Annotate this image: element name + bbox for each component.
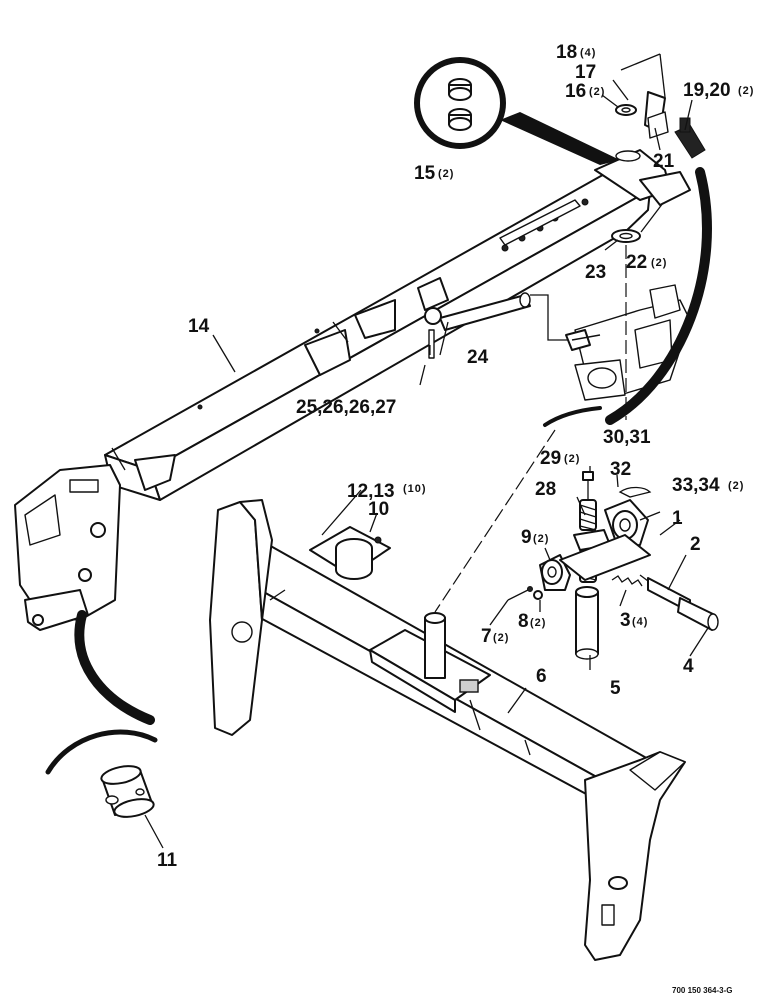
bearing-detail-circle xyxy=(414,57,620,165)
callout-5: 5 xyxy=(610,678,621,699)
callout-33-34: 33,34 xyxy=(672,475,720,496)
callout-2: 2 xyxy=(690,534,701,555)
main-frame xyxy=(209,499,686,961)
callout-4: 4 xyxy=(683,656,694,677)
tongue-beam xyxy=(104,149,691,501)
document-number: 700 150 364-3-G xyxy=(672,986,733,995)
spring-jack-assembly xyxy=(507,471,719,660)
front-clevis xyxy=(14,464,121,631)
callout-33-34-qty: (2) xyxy=(728,480,744,492)
callout-18-qty: (4) xyxy=(580,47,596,59)
callout-25-27: 25,26,26,27 xyxy=(296,397,396,418)
pto-shaft xyxy=(565,329,601,351)
callout-3: 3 xyxy=(620,610,631,631)
callout-6: 6 xyxy=(536,666,547,687)
callout-30-31: 30,31 xyxy=(603,427,651,448)
callout-1: 1 xyxy=(672,508,683,529)
callout-9-qty: (2) xyxy=(533,533,549,545)
gearbox-outline xyxy=(574,284,691,401)
callout-14: 14 xyxy=(188,316,210,337)
callout-12-13-qty: (10) xyxy=(403,483,427,495)
callout-7-qty: (2) xyxy=(493,632,509,644)
callout-21: 21 xyxy=(653,151,675,172)
callout-8: 8 xyxy=(518,611,529,632)
callout-16: 16 xyxy=(565,81,586,102)
callout-22: 22 xyxy=(626,252,647,273)
callout-29-qty: (2) xyxy=(564,453,580,465)
leader-lines xyxy=(144,53,709,849)
callout-22-qty: (2) xyxy=(651,257,667,269)
callout-23: 23 xyxy=(585,262,606,283)
callout-32: 32 xyxy=(610,459,631,480)
callout-15-qty: (2) xyxy=(438,168,454,180)
callout-19-20: 19,20 xyxy=(683,80,731,101)
callout-15: 15 xyxy=(414,163,436,184)
callout-18: 18 xyxy=(556,42,577,63)
callout-8-qty: (2) xyxy=(530,617,546,629)
bushing-detail xyxy=(45,610,158,818)
callout-7: 7 xyxy=(481,626,492,647)
callout-24: 24 xyxy=(467,347,489,368)
callouts: 1 2 3 (4) 4 5 6 7 (2) 8 (2) 9 (2) 10 11 … xyxy=(157,42,754,871)
callout-29: 29 xyxy=(540,448,561,469)
callout-12-13: 12,13 xyxy=(347,481,395,502)
callout-16-qty: (2) xyxy=(589,86,605,98)
callout-28: 28 xyxy=(535,479,556,500)
callout-17: 17 xyxy=(575,62,596,83)
tie-rod xyxy=(417,277,578,359)
callout-9: 9 xyxy=(521,527,532,548)
callout-11: 11 xyxy=(157,850,178,871)
callout-19-20-qty: (2) xyxy=(738,85,754,97)
callout-10: 10 xyxy=(368,499,389,520)
callout-3-qty: (4) xyxy=(632,616,648,628)
washers xyxy=(611,91,706,243)
